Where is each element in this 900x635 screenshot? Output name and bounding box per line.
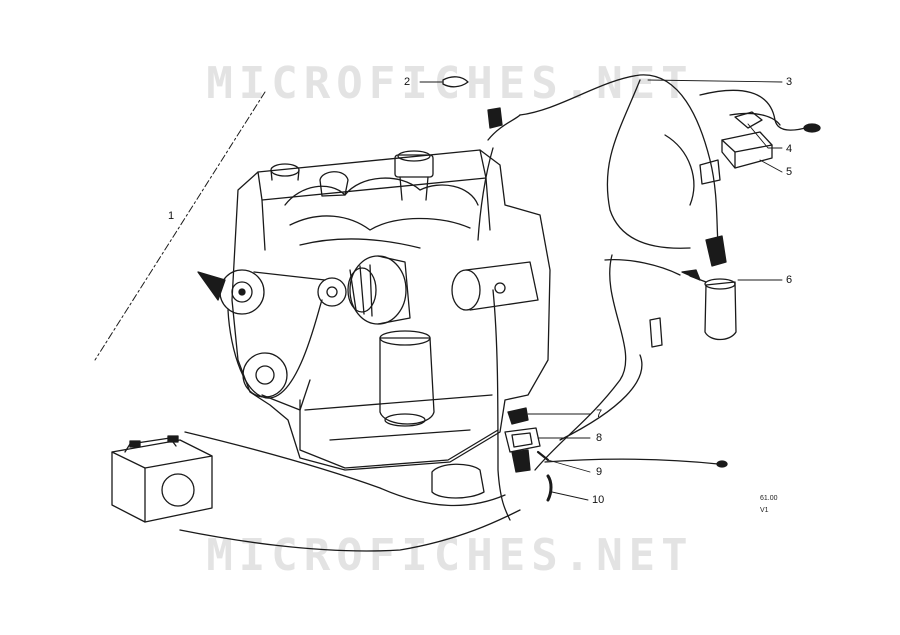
leader-5 xyxy=(759,159,783,173)
pulley-assembly xyxy=(197,269,347,411)
figure-code-line1: 61.00 xyxy=(760,495,778,502)
coil-lead-boot xyxy=(705,235,727,267)
wiring-harness-branch xyxy=(606,79,691,249)
callout-3: 3 xyxy=(786,76,793,88)
ground-strap xyxy=(544,458,719,465)
part-8-switch xyxy=(504,427,541,453)
relay xyxy=(734,111,763,129)
leader-3 xyxy=(647,79,783,83)
connector-top xyxy=(487,107,503,129)
battery-positive-cable xyxy=(184,431,506,507)
oil-filter xyxy=(379,330,435,427)
callout-7: 7 xyxy=(596,408,603,420)
figure-code-line2: V1 xyxy=(760,507,769,514)
callout-2: 2 xyxy=(404,76,411,88)
callout-1: 1 xyxy=(168,210,175,222)
callout-8: 8 xyxy=(596,432,603,444)
callout-10: 10 xyxy=(592,494,605,506)
leader-10 xyxy=(551,491,589,501)
engine-block xyxy=(231,149,551,471)
harness-plug xyxy=(699,159,721,185)
part-9-screw xyxy=(536,450,550,462)
alternator xyxy=(347,255,411,325)
starter-motor xyxy=(451,261,539,311)
part-7-connector xyxy=(507,407,529,425)
watermark-bottom: MICROFICHES.NET xyxy=(206,530,694,581)
wiring-harness-main xyxy=(519,74,721,256)
leader-1-bracket xyxy=(94,91,266,361)
terminal-cover xyxy=(431,463,485,499)
harness-clip xyxy=(649,317,663,348)
leader-lines xyxy=(419,79,783,501)
part-10-sleeve xyxy=(546,474,553,502)
leader-9 xyxy=(547,459,591,473)
callout-5: 5 xyxy=(786,166,793,178)
callout-4: 4 xyxy=(786,143,793,155)
ignition-coil xyxy=(681,269,737,341)
callout-6: 6 xyxy=(786,274,793,286)
callout-9: 9 xyxy=(596,466,603,478)
control-unit xyxy=(721,131,773,169)
battery xyxy=(111,435,213,523)
battery-negative-cable xyxy=(179,509,521,552)
leader-4 xyxy=(747,123,783,149)
part-clip xyxy=(442,76,469,88)
